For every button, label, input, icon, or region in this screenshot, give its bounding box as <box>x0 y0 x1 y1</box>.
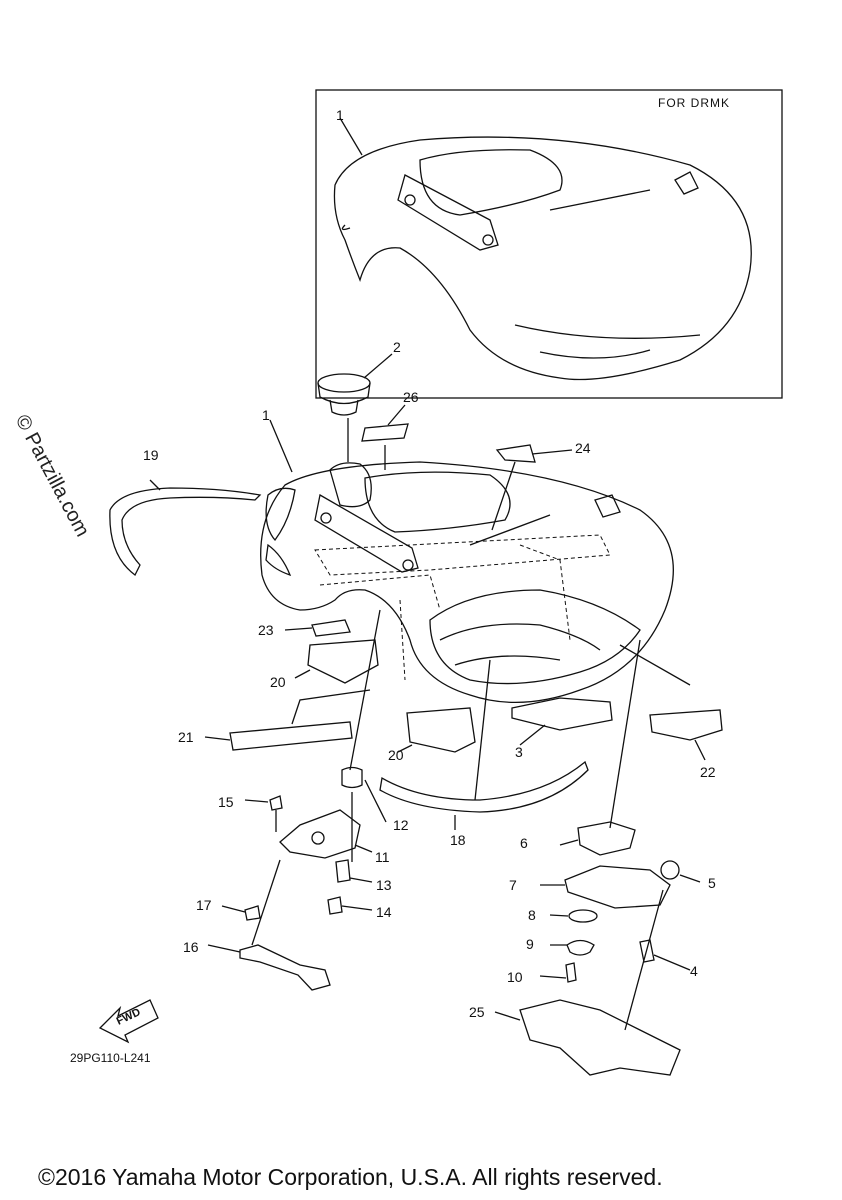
callout-12: 12 <box>393 817 409 833</box>
callout-25: 25 <box>469 1004 485 1020</box>
fuel-cap <box>317 373 371 416</box>
callout-13: 13 <box>376 877 392 893</box>
emblem-24 <box>495 444 536 463</box>
callout-20-left: 20 <box>270 674 286 690</box>
pad-22 <box>649 709 723 741</box>
fwd-arrow-icon <box>98 999 159 1044</box>
callout-23: 23 <box>258 622 274 638</box>
callout-20-right: 20 <box>388 747 404 763</box>
callout-11: 11 <box>375 849 390 865</box>
grommet-12 <box>341 766 363 789</box>
trim-strip-19 <box>109 487 262 576</box>
callout-10: 10 <box>507 969 523 985</box>
callout-16: 16 <box>183 939 199 955</box>
callout-2: 2 <box>393 339 401 355</box>
fuel-tank <box>260 461 674 704</box>
callout-4: 4 <box>690 963 698 979</box>
callout-15: 15 <box>218 794 234 810</box>
collar-9 <box>566 939 595 956</box>
callout-21: 21 <box>178 729 194 745</box>
callout-3: 3 <box>515 744 523 760</box>
callout-7: 7 <box>509 877 517 893</box>
inset-frame <box>315 89 783 399</box>
trim-strip-18 <box>379 760 589 813</box>
pad-21 <box>229 721 353 751</box>
nut-5 <box>660 860 680 880</box>
callout-8: 8 <box>528 907 536 923</box>
callout-17: 17 <box>196 897 212 913</box>
callout-22: 22 <box>700 764 716 780</box>
inset-title: FOR DRMK <box>658 96 730 110</box>
callout-14: 14 <box>376 904 392 920</box>
bracket-11 <box>279 809 361 859</box>
hidden-lines <box>314 534 611 681</box>
label-26 <box>361 423 409 442</box>
callout-inset-1: 1 <box>336 107 344 123</box>
bracket-25 <box>519 999 681 1076</box>
bolt-14 <box>327 896 343 915</box>
callout-19: 19 <box>143 447 159 463</box>
pad-20-right <box>406 707 476 753</box>
callout-26: 26 <box>403 389 419 405</box>
pad-20-left <box>307 639 379 684</box>
bolt-17 <box>244 905 261 921</box>
inset-fuel-tank <box>333 136 752 381</box>
bracket-16 <box>239 944 331 991</box>
callout-6: 6 <box>520 835 528 851</box>
callout-24: 24 <box>575 440 591 456</box>
pad-23 <box>311 619 351 637</box>
damper-8 <box>568 909 598 923</box>
bolt-10 <box>565 962 577 983</box>
copyright: ©2016 Yamaha Motor Corporation, U.S.A. A… <box>38 1164 663 1190</box>
inset-leader-1 <box>339 117 363 156</box>
bolt-15 <box>269 795 283 811</box>
callout-9: 9 <box>526 936 534 952</box>
bolt-4 <box>639 939 655 963</box>
bracket-7 <box>564 865 671 909</box>
pad-3 <box>511 697 613 731</box>
callout-1: 1 <box>262 407 270 423</box>
collar-13 <box>335 859 351 883</box>
diagram-code: 29PG110-L241 <box>70 1051 151 1065</box>
callout-18: 18 <box>450 832 466 848</box>
callout-5: 5 <box>708 875 716 891</box>
damper-6 <box>577 821 636 856</box>
